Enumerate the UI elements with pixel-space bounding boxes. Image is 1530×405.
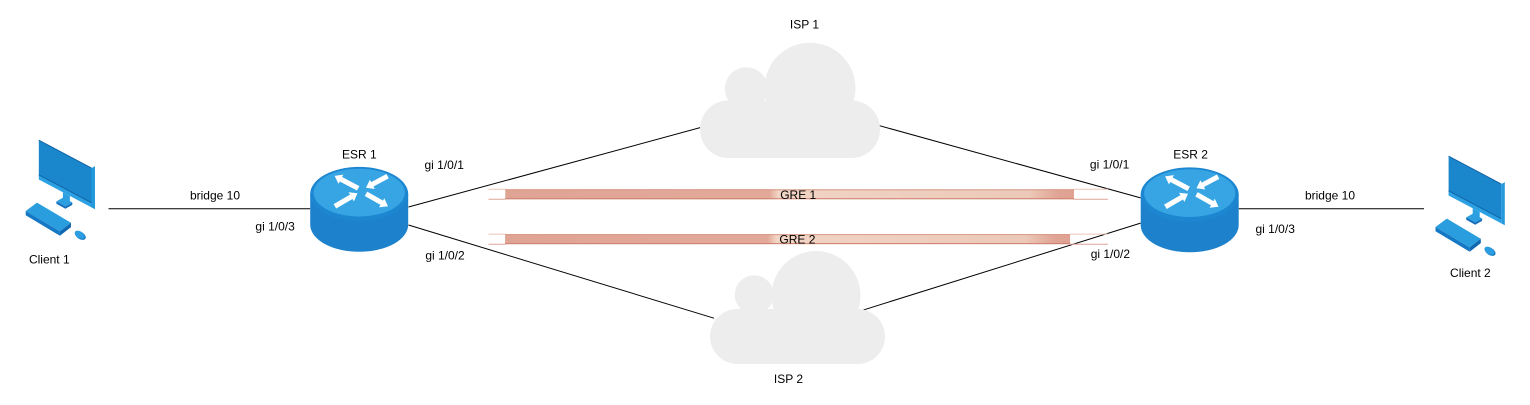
svg-text:gi 1/0/2: gi 1/0/2: [425, 249, 465, 263]
svg-text:gi 1/0/3: gi 1/0/3: [255, 220, 295, 234]
svg-text:gi 1/0/1: gi 1/0/1: [1090, 157, 1130, 171]
svg-text:bridge 10: bridge 10: [1305, 188, 1355, 202]
svg-text:ISP 2: ISP 2: [774, 372, 803, 386]
svg-text:Client 2: Client 2: [1450, 266, 1491, 280]
svg-text:gi 1/0/2: gi 1/0/2: [1091, 247, 1131, 261]
svg-text:gi 1/0/1: gi 1/0/1: [425, 158, 465, 172]
svg-text:ISP 1: ISP 1: [790, 18, 819, 32]
svg-text:gi 1/0/3: gi 1/0/3: [1256, 222, 1296, 236]
svg-text:GRE 1: GRE 1: [780, 188, 816, 202]
svg-text:bridge 10: bridge 10: [190, 188, 240, 202]
svg-text:ESR 1: ESR 1: [342, 148, 377, 162]
svg-text:GRE 2: GRE 2: [779, 233, 815, 247]
svg-text:ESR 2: ESR 2: [1173, 148, 1208, 162]
svg-text:Client 1: Client 1: [29, 253, 70, 267]
